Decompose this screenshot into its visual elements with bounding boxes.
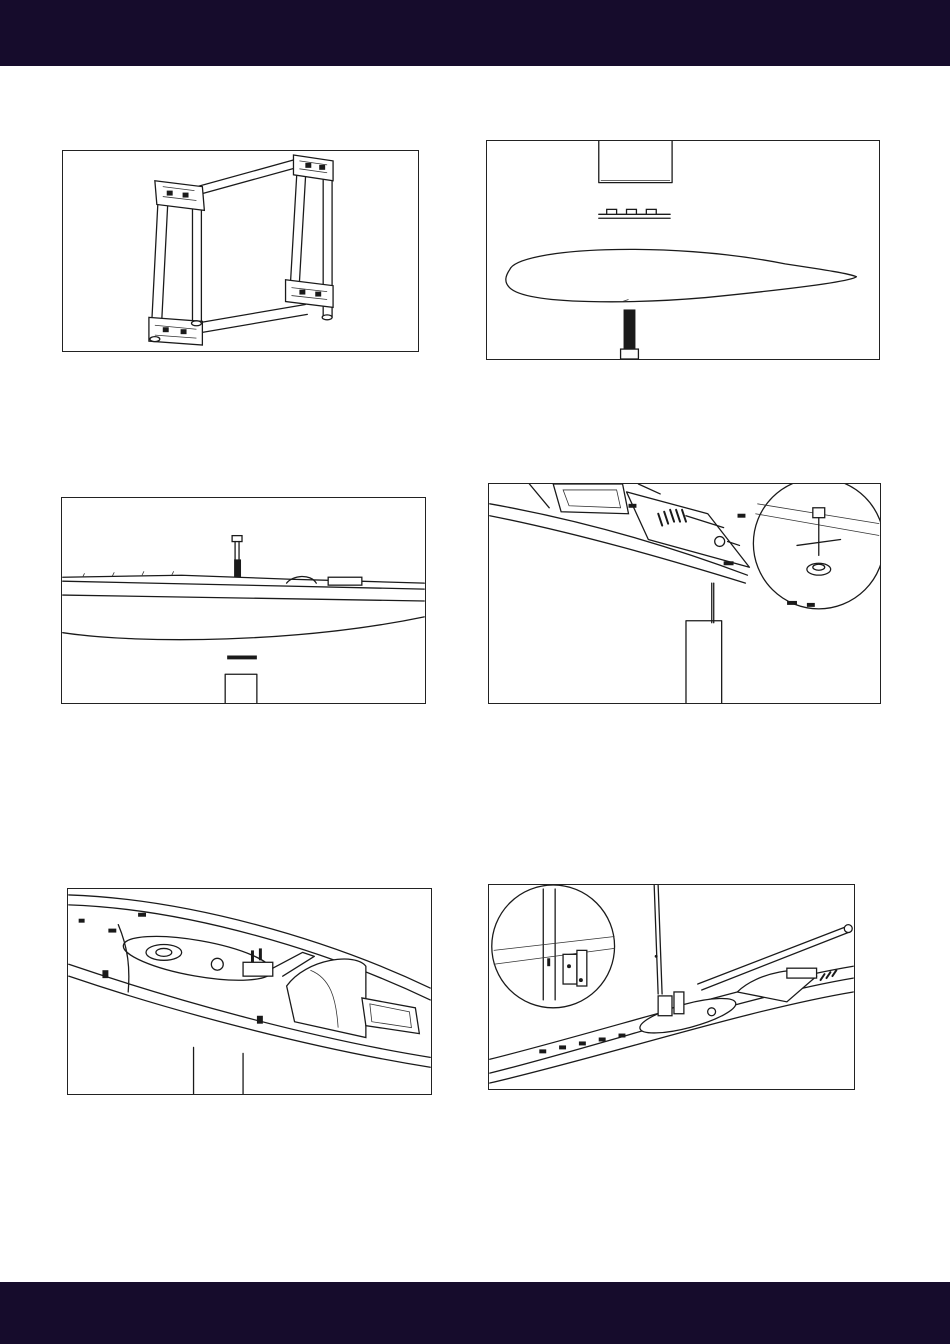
header-band [0,0,950,66]
deck-fittings-illustration [68,889,431,1094]
footer-band [0,1282,950,1344]
hull-keel-bolt-illustration [62,498,425,703]
boat-stand-frame-illustration [63,151,418,351]
figure-mast-installation [488,884,855,1090]
figure-hull-keel-bolt [61,497,426,704]
mast-installation-detail-illustration [489,885,854,1089]
figure-rudder-post [488,483,881,704]
figure-stand-frame [62,150,419,352]
figure-deck-fittings [67,888,432,1095]
rudder-post-detail-illustration [489,484,880,703]
figure-keel-fin-profile [486,140,880,360]
keel-fin-profile-illustration [487,141,879,359]
